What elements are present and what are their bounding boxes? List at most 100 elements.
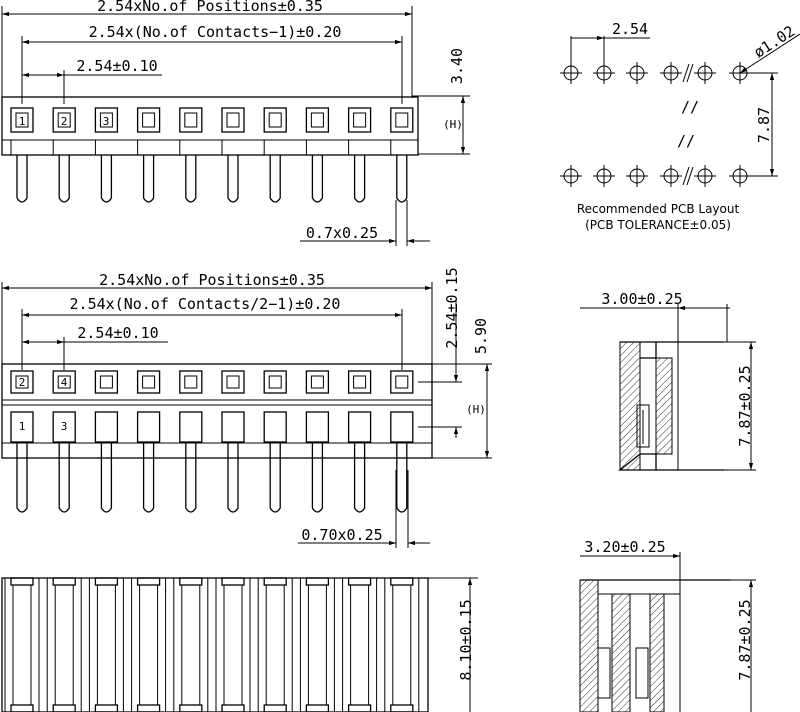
slot-tab (52, 704, 76, 712)
pin (16, 155, 28, 203)
break-slash (686, 166, 694, 186)
contact-cell-inner (268, 375, 282, 389)
break-slash (686, 63, 694, 83)
contact-cell-inner (142, 375, 156, 389)
contact-cell (52, 411, 76, 443)
contact-cell (10, 411, 34, 443)
dim-height: 7.87±0.25 (736, 599, 754, 680)
dim-depth: 8.10±0.15 (457, 599, 475, 680)
slot-tab (179, 577, 203, 586)
side-view-double-row: 2.54xNo.of Positions±0.35 2.54x(No.of Co… (1, 267, 492, 548)
contact-cell-inner (99, 112, 113, 128)
pin (142, 443, 155, 513)
contact-slot (4, 577, 40, 712)
contact-cell (263, 411, 287, 443)
contact-cell-inner (353, 112, 367, 128)
contact-cell (94, 107, 119, 133)
dim-width: 3.20±0.25 (584, 538, 665, 556)
contact-cell (10, 107, 34, 133)
contact-cell (179, 411, 203, 443)
contact-cell (52, 107, 76, 133)
contact-cell-inner (142, 112, 156, 128)
contact-cell (347, 370, 372, 394)
contact-cell-inner (310, 112, 324, 128)
contact-cell-inner (99, 375, 113, 389)
pin-label: 4 (61, 376, 68, 389)
dim-width: 3.00±0.25 (601, 290, 682, 308)
slot-tab (305, 577, 330, 586)
slot-tab (52, 577, 76, 586)
pin (100, 155, 113, 203)
dim-positions: 2.54xNo.of Positions±0.35 (99, 271, 325, 289)
contact-cell (94, 411, 119, 443)
contact-cell (390, 107, 414, 133)
slot-tab (347, 577, 372, 586)
slot-tab (179, 704, 203, 712)
slot-tab (136, 704, 161, 712)
height-symbol: (H) (466, 403, 486, 416)
pin (58, 443, 70, 513)
dim-positions: 2.54xNo.of Positions±0.35 (97, 0, 323, 15)
contact-slot (384, 577, 420, 712)
contact-cell-inner (353, 375, 367, 389)
dim-height: 3.40 (448, 48, 466, 84)
pin (396, 443, 408, 513)
contact-slot (299, 577, 335, 712)
slot-tab (10, 704, 34, 712)
dim-pcb-row: 7.87 (755, 107, 773, 143)
height-symbol: (H) (443, 118, 463, 131)
section-view-single-row: 3.00±0.25 7.87±0.25 (580, 290, 756, 471)
contact-slot (88, 577, 124, 712)
pin (185, 155, 197, 203)
contact-cell (221, 411, 245, 443)
pin (58, 155, 70, 203)
side-view-single-row: 2.54xNo.of Positions±0.35 2.54x(No.of Co… (1, 0, 470, 246)
housing-outline (1, 363, 433, 459)
pins (10, 140, 408, 203)
break-mark: // (677, 132, 695, 150)
contact-cell-inner (57, 375, 71, 389)
contact-slot (173, 577, 209, 712)
contact-cell (305, 411, 330, 443)
pin-label: 2 (61, 115, 68, 128)
break-slash (682, 63, 690, 83)
contact-slots (4, 577, 420, 712)
contact-cell (390, 411, 414, 443)
slot-tab (390, 704, 414, 712)
pin (142, 155, 155, 203)
dimension-lines (1, 282, 492, 548)
contact-cell (52, 370, 76, 394)
contact-cell (136, 411, 161, 443)
slot-tab (221, 704, 245, 712)
dim-pcb-pitch: 2.54 (612, 20, 648, 38)
dim-height: 7.87±0.25 (736, 365, 754, 446)
contact-cell (221, 370, 245, 394)
contact-cell (263, 107, 287, 133)
contact-slot (131, 577, 167, 712)
contact-slot (257, 577, 293, 712)
dim-contacts: 2.54x(No.of Contacts−1)±0.20 (89, 23, 342, 41)
pin (311, 443, 324, 513)
pins (16, 443, 408, 513)
slot-tab (94, 577, 119, 586)
contact-cell-inner (395, 112, 409, 128)
slot-tab (221, 577, 245, 586)
dim-height: 5.90 (472, 318, 490, 354)
contact-cell-inner (184, 375, 198, 389)
dim-row-spacing: 2.54±0.15 (443, 267, 461, 348)
contact-cell-inner (184, 112, 198, 128)
pin-label: 3 (103, 115, 110, 128)
pin (227, 443, 239, 513)
dim-contacts: 2.54x(No.of Contacts/2−1)±0.20 (70, 295, 341, 313)
dim-pin-size: 0.7x0.25 (306, 224, 378, 242)
contact-cell (305, 370, 330, 394)
pin-label: 1 (19, 115, 26, 128)
contact-cell-inner (310, 375, 324, 389)
pin (311, 155, 324, 203)
contact-cell-inner (268, 112, 282, 128)
pin (353, 155, 366, 203)
contact-cell (305, 107, 330, 133)
contact-cell-inner (15, 375, 29, 389)
contact-cells (10, 370, 414, 443)
